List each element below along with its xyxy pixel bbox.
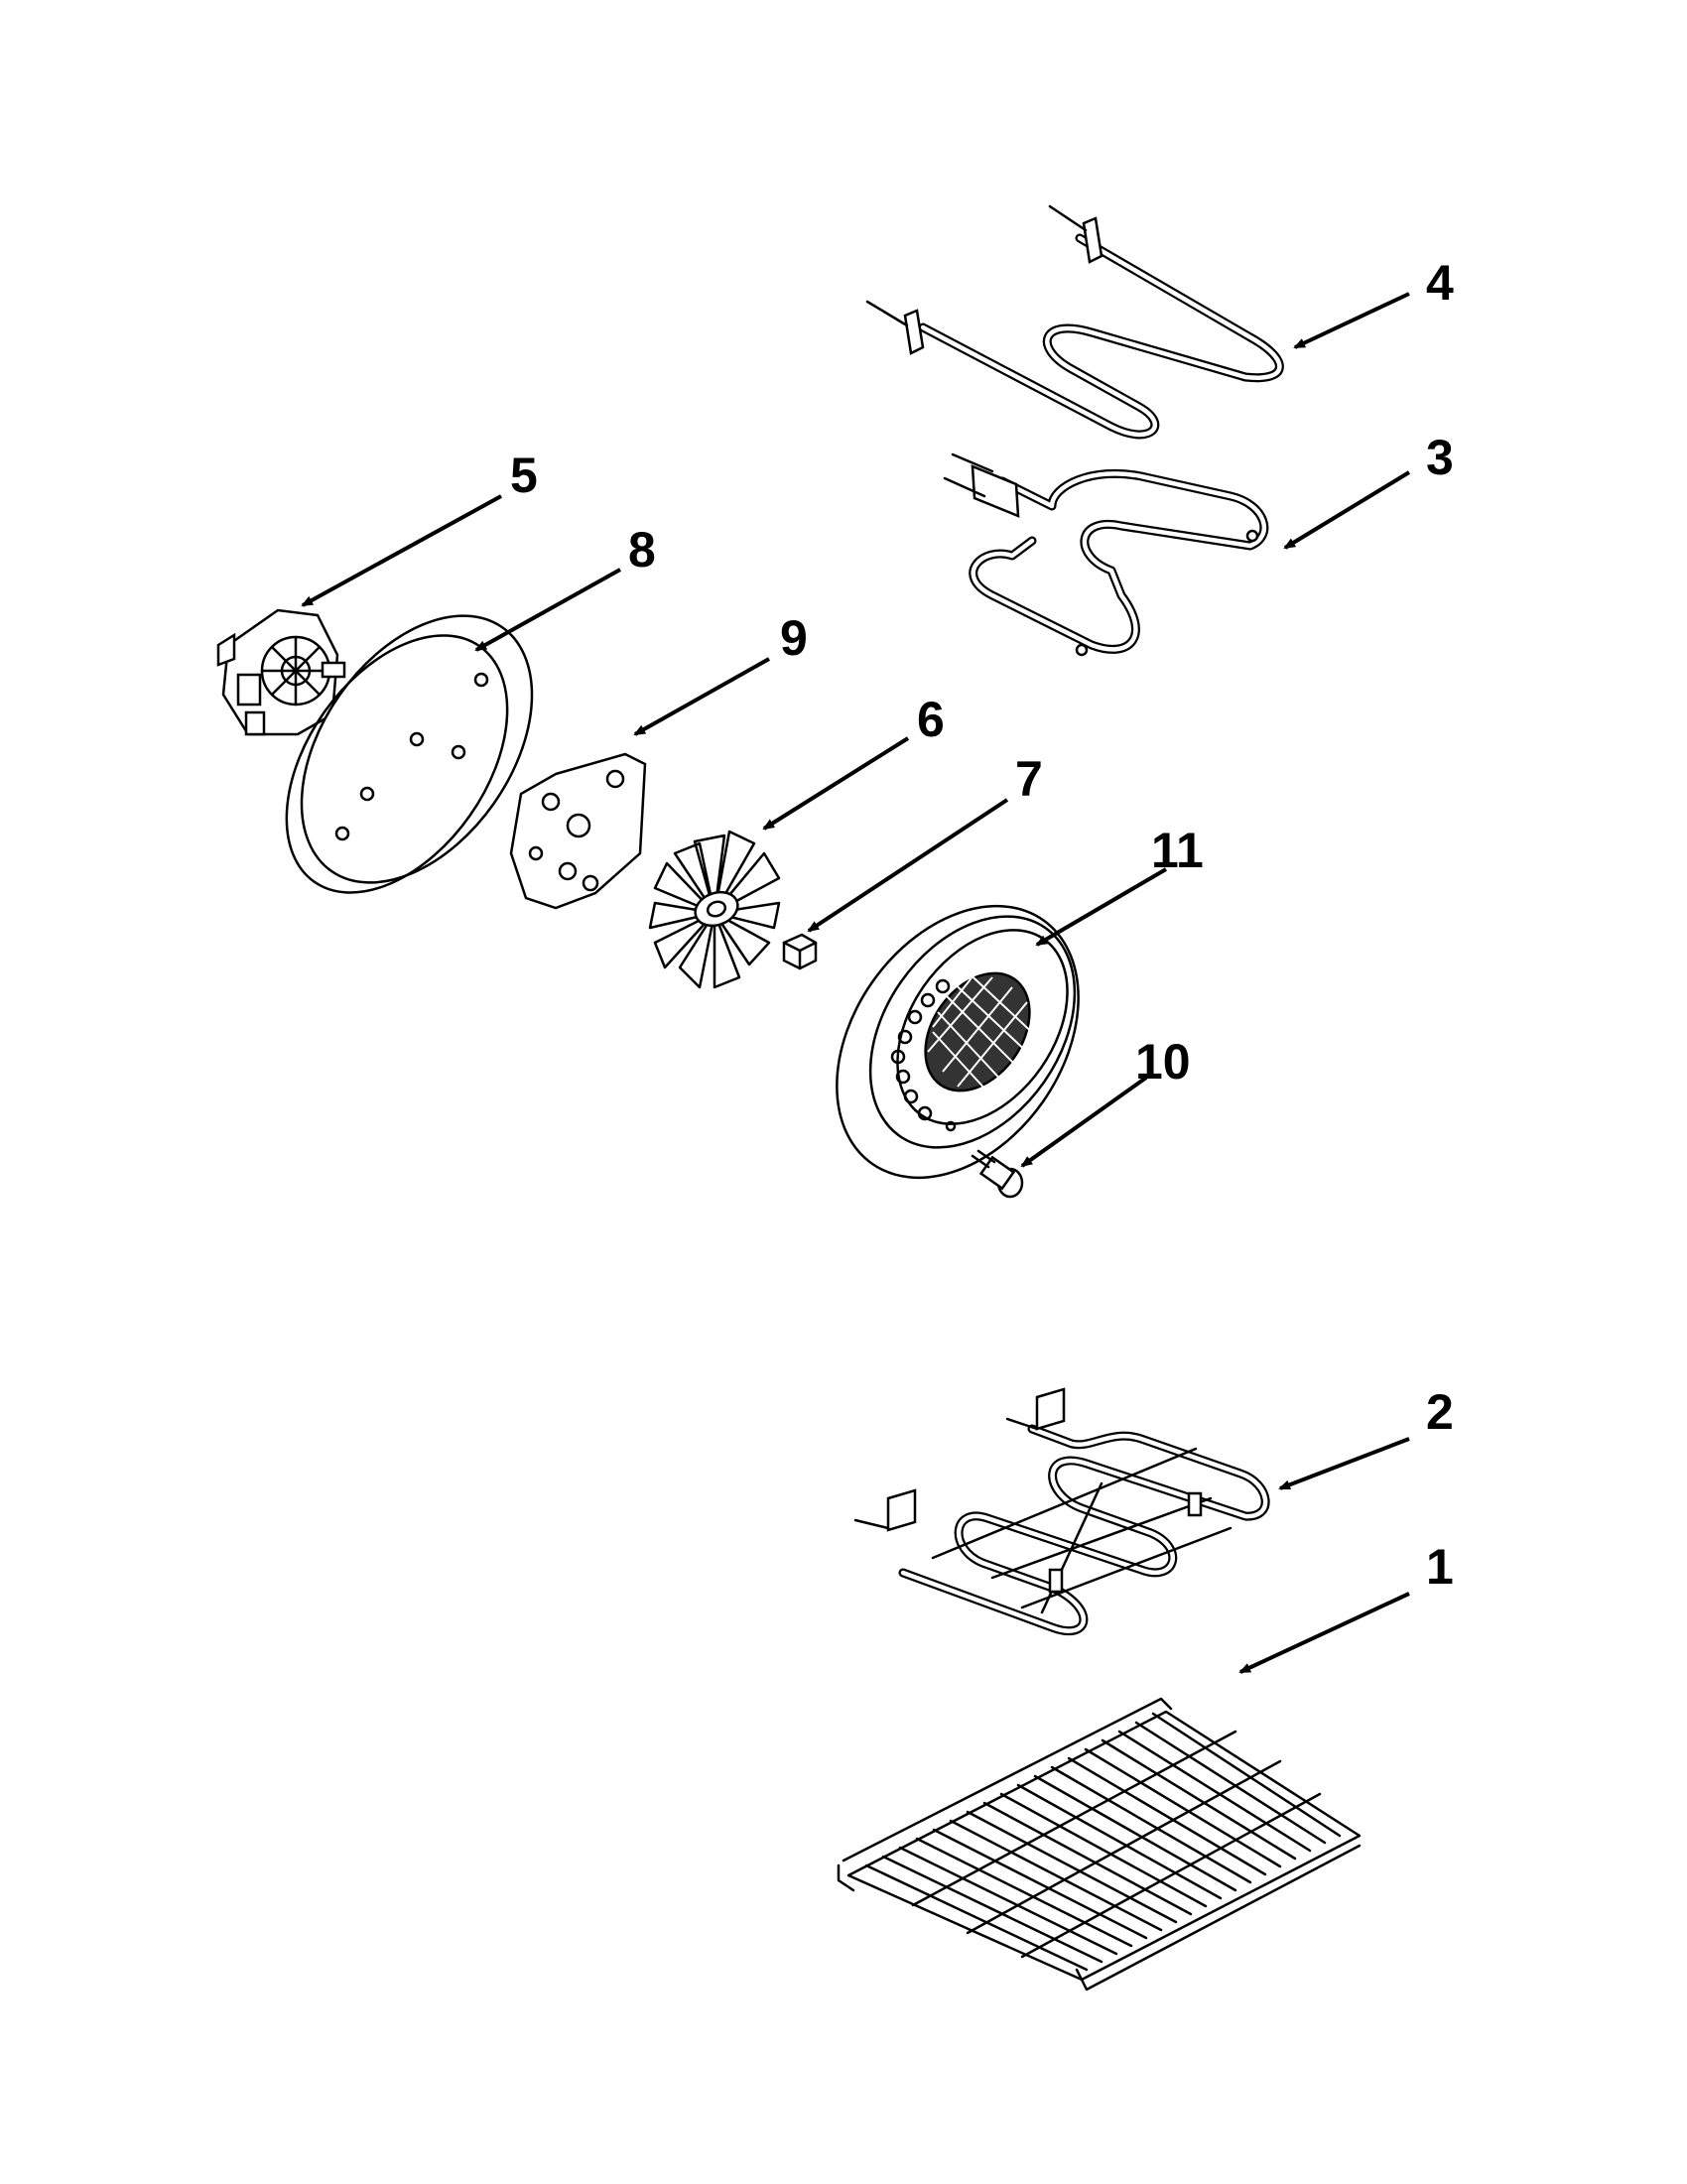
convection-motor-part-5	[216, 608, 346, 736]
callout-1: 1	[1426, 1539, 1454, 1595]
screw-part-10	[971, 1149, 1024, 1199]
oven-rack-part-1	[837, 1697, 1362, 1991]
callout-7: 7	[1015, 751, 1043, 807]
callout-2: 2	[1426, 1384, 1454, 1440]
leader-arrow-8	[474, 568, 621, 652]
fan-blade-part-6	[648, 830, 781, 989]
broil-element-part-4	[865, 204, 1284, 440]
callout-6: 6	[917, 692, 945, 747]
callout-9: 9	[780, 610, 808, 666]
leader-arrow-1	[1238, 1592, 1410, 1674]
leader-arrow-7	[807, 798, 1009, 933]
leader-arrows	[301, 292, 1411, 1674]
fan-cover-mesh	[924, 966, 1038, 1092]
leader-arrow-4	[1293, 292, 1410, 349]
callout-8: 8	[628, 522, 656, 578]
callout-11: 11	[1151, 823, 1204, 878]
fan-cover-part-11	[836, 904, 1080, 1180]
leader-arrow-10	[1020, 1076, 1148, 1168]
leader-arrow-3	[1283, 470, 1411, 550]
leader-arrow-9	[633, 657, 770, 736]
leader-arrow-2	[1278, 1437, 1410, 1490]
leader-arrow-11	[1035, 867, 1168, 947]
leader-arrow-5	[301, 494, 502, 607]
callout-3: 3	[1426, 430, 1454, 485]
bake-element-part-2	[853, 1387, 1270, 1636]
bake-element-part-3	[943, 452, 1269, 657]
callout-labels: 4 3 5 8 9 6 7 11 10 2 1	[510, 255, 1454, 1595]
leader-arrow-6	[762, 736, 910, 831]
baffle-plate-part-9	[509, 752, 647, 910]
callout-5: 5	[510, 448, 538, 503]
insulation-disk-part-8	[285, 614, 534, 894]
nut-part-7	[782, 933, 818, 970]
callout-10: 10	[1135, 1034, 1191, 1090]
callout-4: 4	[1426, 255, 1454, 311]
